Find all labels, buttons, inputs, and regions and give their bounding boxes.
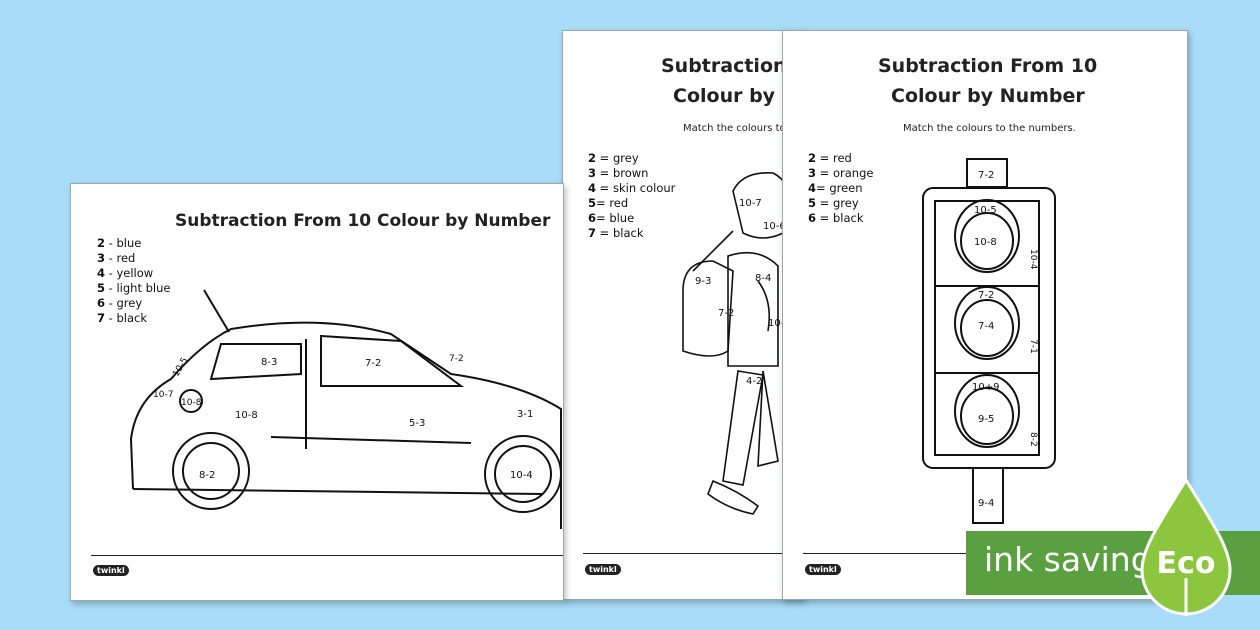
boy-label: 8-4 [755,273,771,284]
car-label: 8-3 [261,357,277,368]
boy-label: 10-6 [763,221,786,232]
car-drawing: 10-5 10-7 10-8 10-8 8-3 7-2 7-2 5-3 3-1 … [129,289,562,529]
key-row: 4 - yellow [97,266,154,280]
car-title: Subtraction From 10 Colour by Number [175,211,551,231]
car-label: 10-5 [171,356,190,379]
car-colour-key: 2 - blue 3 - red 4 - yellow 5 - light bl… [97,236,171,326]
car-footer-line [91,555,563,556]
lights-label: 7-4 [978,321,994,332]
key-row: 5= red [588,196,629,210]
boy-label: 4-2 [746,376,762,387]
lights-title-line1: Subtraction From 10 [878,55,1098,77]
key-row: 3 - red [97,251,136,265]
key-row: 2 - blue [97,236,142,250]
lights-label: 7-2 [978,170,994,181]
boy-drawing: 10-7 10-6 8-4 9-3 7-2 10- 4-2 [682,172,792,515]
key-row: 3 = orange [808,166,874,180]
boy-subtitle: Match the colours to [683,123,786,134]
worksheet-boy: Subtraction Colour by N Match the colour… [562,30,804,600]
key-row: 6 = black [808,211,864,225]
car-label: 10-4 [510,470,533,481]
worksheet-traffic-lights: Subtraction From 10 Colour by Number Mat… [782,30,1188,600]
car-label: 7-2 [449,354,464,364]
boy-footer-line [583,553,803,554]
lights-label: 9-5 [978,414,994,425]
car-label: 8-2 [199,470,215,481]
lights-colour-key: 2 = red 3 = orange 4= green 5 = grey 6 =… [808,151,873,226]
twinkl-logo: twinkl [805,564,841,575]
twinkl-logo: twinkl [93,565,129,576]
key-row: 5 = grey [808,196,859,210]
car-label: 5-3 [409,418,425,429]
boy-colour-key: 2 = grey 3 = brown 4 = skin colour 5= re… [588,151,675,241]
lights-label: 10-5 [974,205,997,216]
key-row: 3 = brown [588,166,649,180]
boy-label: 10-7 [739,198,762,209]
lights-label: 9-4 [978,498,994,509]
key-row: 2 = red [808,151,852,165]
boy-label: 9-3 [695,276,711,287]
twinkl-logo: twinkl [585,564,621,575]
car-label: 10-8 [235,410,258,421]
lights-label: 8-2 [1028,432,1038,447]
key-row: 5 - light blue [97,281,171,295]
lights-label: 10+9 [972,382,999,393]
key-row: 7 - black [97,311,148,325]
worksheet-car: Subtraction From 10 Colour by Number 2 -… [70,183,564,601]
key-row: 2 = grey [588,151,639,165]
car-label: 3-1 [517,409,533,420]
eco-label: Eco [1157,546,1216,581]
eco-drop-icon: Eco [1140,478,1232,616]
boy-label: 10- [768,318,785,329]
car-label: 10-8 [181,398,202,408]
key-row: 4 = skin colour [588,181,676,195]
traffic-light-drawing: 7-2 10-5 10-8 10-4 7-2 7-4 7-1 10+9 9-5 … [922,158,1056,524]
lights-title-line2: Colour by Number [891,85,1085,107]
key-row: 7 = black [588,226,644,240]
key-row: 6= blue [588,211,635,225]
boy-title-line1: Subtraction [661,55,787,77]
lights-label: 7-2 [978,290,994,301]
lights-label: 10-4 [1028,249,1038,270]
boy-title-line2: Colour by N [673,85,798,107]
ink-saving-label: ink saving [984,540,1152,579]
lights-label: 7-1 [1028,339,1038,354]
lights-subtitle: Match the colours to the numbers. [903,123,1076,134]
lights-label: 10-8 [974,237,997,248]
car-label: 10-7 [153,390,173,400]
car-label: 7-2 [365,358,381,369]
boy-label: 7-2 [718,308,734,319]
key-row: 6 - grey [97,296,143,310]
key-row: 4= green [808,181,863,195]
